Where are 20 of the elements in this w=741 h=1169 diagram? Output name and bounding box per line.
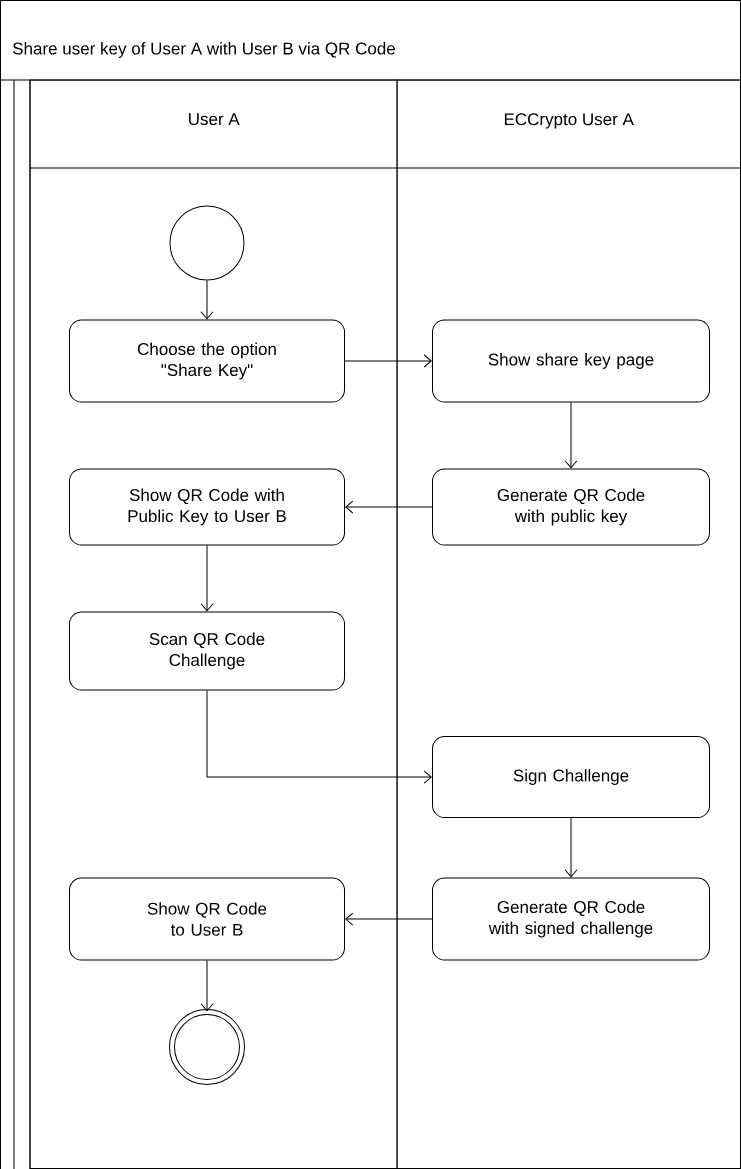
activity-box: Sign Challenge [432,736,710,818]
arrow [200,545,214,612]
activity-box: Show QR Code with Public Key to User B [69,468,345,546]
activity-box: Generate QR Code with signed challenge [432,877,710,961]
arrow [345,912,433,926]
diagram-title: Share user key of User A with User B via QR Code [12,42,395,58]
end-node [169,1009,245,1085]
activity-box: Show QR Code to User B [69,877,345,961]
arrow [344,354,432,368]
arrow [206,690,432,784]
arrow [564,817,578,878]
arrow [345,500,433,514]
arrow [200,960,214,1012]
activity-box: Generate QR Code with public key [432,468,710,546]
activity-box: Scan QR Code Challenge [69,611,345,691]
activity-box: Choose the option "Share Key" [69,319,345,403]
start-node [169,205,245,281]
arrow [564,402,578,469]
arrow [200,280,214,320]
activity-box: Show share key page [432,319,710,403]
